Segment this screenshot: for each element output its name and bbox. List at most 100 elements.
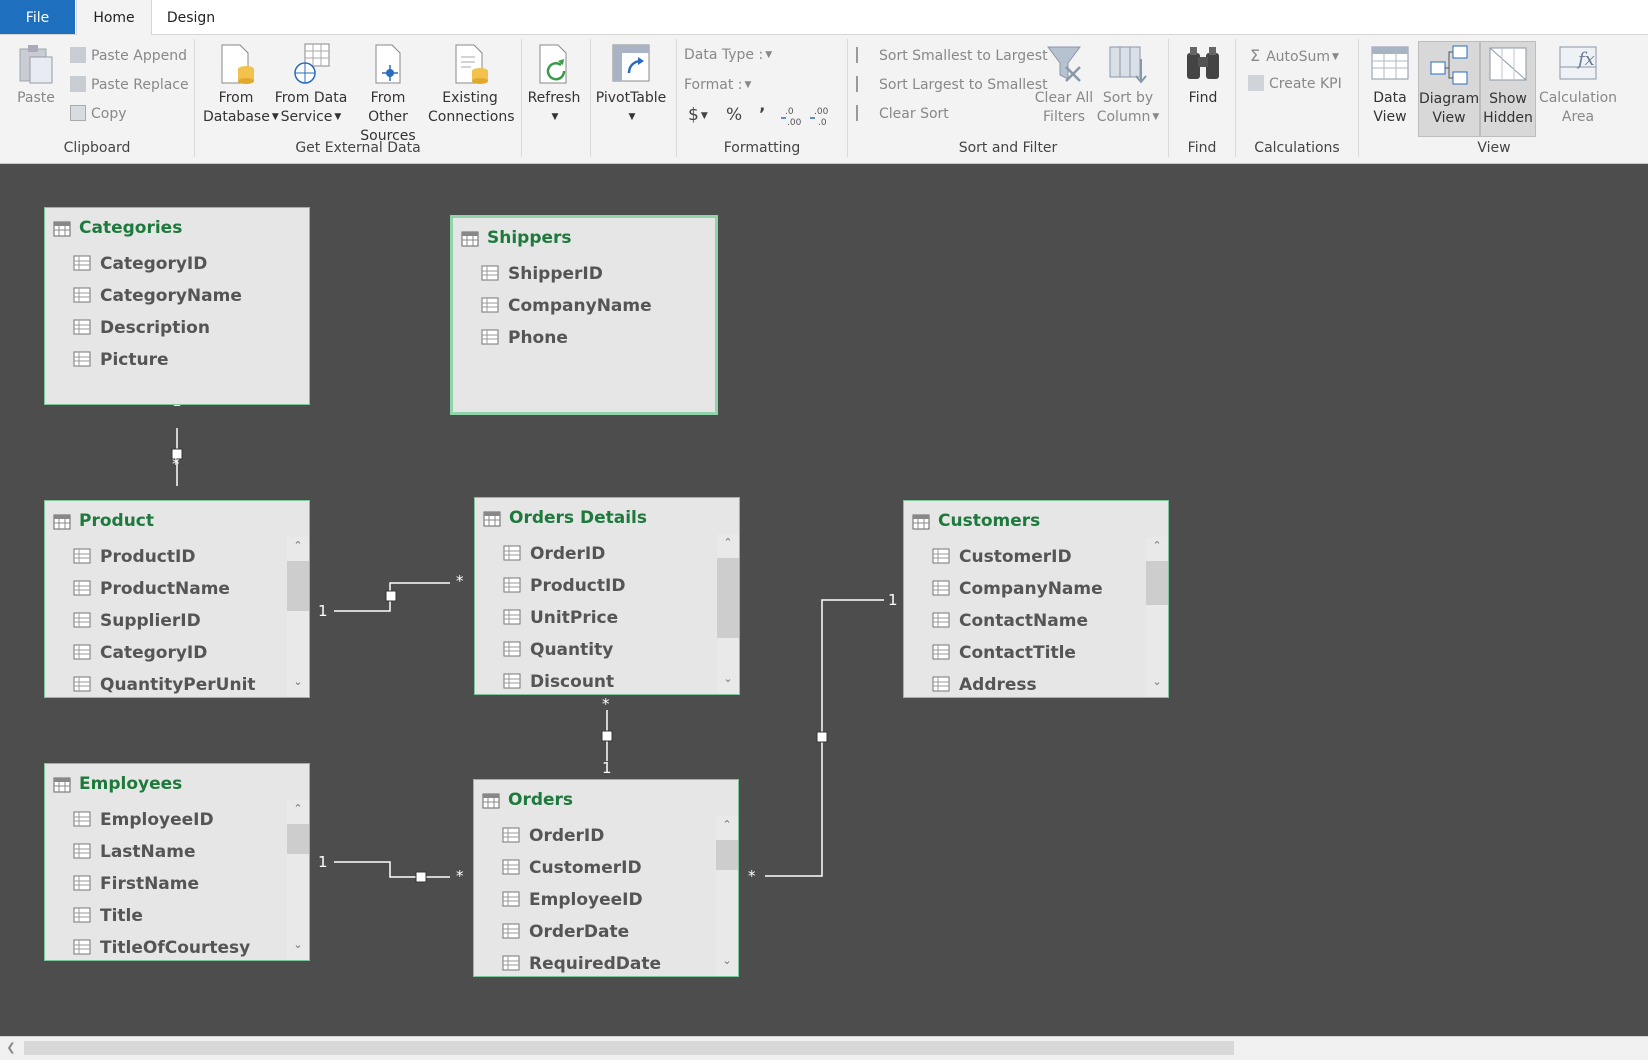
cardinality-many: *: [748, 867, 756, 885]
scrollbar-thumb[interactable]: [287, 561, 309, 611]
column-item[interactable]: ProductName: [73, 579, 230, 599]
table-product[interactable]: Product ProductID ProductName SupplierID…: [44, 500, 310, 698]
column-item[interactable]: FirstName: [73, 874, 199, 894]
tab-file[interactable]: File: [0, 0, 75, 34]
column-item[interactable]: OrderID: [502, 826, 604, 846]
chevron-up-icon[interactable]: ⌃: [293, 802, 303, 815]
format-dropdown[interactable]: Format :▼: [684, 77, 752, 93]
scrollbar-thumb[interactable]: [24, 1041, 1234, 1055]
table-orders[interactable]: Orders OrderID CustomerID EmployeeID Ord…: [473, 779, 739, 977]
find-button[interactable]: Find: [1176, 43, 1230, 108]
table-scrollbar[interactable]: ⌃⌄: [287, 800, 309, 960]
horizontal-scrollbar[interactable]: ❮: [0, 1036, 1648, 1060]
chevron-down-icon[interactable]: ⌄: [293, 938, 303, 951]
column-item[interactable]: CategoryID: [73, 643, 207, 663]
relationship-employees-orders[interactable]: [334, 861, 450, 878]
pivottable-button[interactable]: PivotTable▼: [594, 43, 668, 127]
chevron-up-icon[interactable]: ⌃: [293, 539, 303, 552]
chevron-up-icon[interactable]: ⌃: [723, 536, 733, 549]
table-scrollbar[interactable]: ⌃⌄: [717, 534, 739, 694]
table-scrollbar[interactable]: ⌃⌄: [716, 816, 738, 976]
diagram-canvas[interactable]: 1 * 1 * * 1 1 * 1 * Categories CategoryI…: [0, 164, 1648, 1036]
column-item[interactable]: Description: [73, 318, 210, 338]
column-item[interactable]: QuantityPerUnit: [73, 675, 256, 695]
column-item[interactable]: OrderID: [503, 544, 605, 564]
chevron-down-icon[interactable]: ⌄: [722, 954, 732, 967]
column-item[interactable]: Phone: [481, 328, 568, 348]
table-scrollbar[interactable]: ⌃⌄: [1146, 537, 1168, 697]
column-item[interactable]: CompanyName: [932, 579, 1103, 599]
chevron-left-icon[interactable]: ❮: [6, 1041, 16, 1054]
create-kpi-button[interactable]: Create KPI: [1248, 75, 1342, 92]
column-item[interactable]: Quantity: [503, 640, 613, 660]
chevron-up-icon[interactable]: ⌃: [1152, 539, 1162, 552]
column-item[interactable]: CategoryName: [73, 286, 242, 306]
column-item[interactable]: ContactTitle: [932, 643, 1076, 663]
scrollbar-thumb[interactable]: [287, 824, 309, 854]
chevron-down-icon[interactable]: ⌄: [293, 675, 303, 688]
cardinality-many: *: [602, 695, 610, 713]
column-item[interactable]: EmployeeID: [502, 890, 643, 910]
column-item[interactable]: Discount: [503, 672, 614, 692]
table-customers[interactable]: Customers CustomerID CompanyName Contact…: [903, 500, 1169, 698]
chevron-down-icon[interactable]: ⌄: [723, 672, 733, 685]
table-shippers[interactable]: Shippers ShipperID CompanyName Phone: [450, 215, 718, 415]
tab-home[interactable]: Home: [76, 0, 152, 35]
data-type-dropdown[interactable]: Data Type :▼: [684, 47, 773, 63]
column-item[interactable]: OrderDate: [502, 922, 629, 942]
column-item[interactable]: CompanyName: [481, 296, 652, 316]
chevron-down-icon[interactable]: ⌄: [1152, 675, 1162, 688]
binoculars-icon: [1187, 47, 1219, 79]
chevron-up-icon[interactable]: ⌃: [722, 818, 732, 831]
column-item[interactable]: ShipperID: [481, 264, 603, 284]
column-item[interactable]: ProductID: [73, 547, 195, 567]
column-item[interactable]: ProductID: [503, 576, 625, 596]
column-item[interactable]: CustomerID: [502, 858, 642, 878]
column-item[interactable]: SupplierID: [73, 611, 201, 631]
column-item[interactable]: LastName: [73, 842, 196, 862]
copy-button[interactable]: Copy: [70, 105, 127, 122]
clear-sort-button[interactable]: Clear Sort: [856, 105, 949, 122]
cardinality-one: 1: [602, 759, 612, 777]
currency-button[interactable]: $▼: [688, 105, 708, 125]
column-item[interactable]: RequiredDate: [502, 954, 661, 974]
column-item[interactable]: CategoryID: [73, 254, 207, 274]
decrease-decimal-icon-button[interactable]: .00.0: [810, 103, 834, 131]
comma-button[interactable]: ’: [759, 105, 766, 125]
table-orders-details[interactable]: Orders Details OrderID ProductID UnitPri…: [474, 497, 740, 695]
column-item[interactable]: UnitPrice: [503, 608, 618, 628]
column-item[interactable]: TitleOfCourtesy: [73, 938, 250, 958]
column-item[interactable]: EmployeeID: [73, 810, 214, 830]
column-item[interactable]: Address: [932, 675, 1037, 695]
increase-decimal-button[interactable]: .0.00: [781, 103, 805, 131]
percent-button[interactable]: %: [726, 105, 743, 125]
scrollbar-thumb[interactable]: [1146, 561, 1168, 605]
column-item[interactable]: CustomerID: [932, 547, 1072, 567]
scrollbar-thumb[interactable]: [716, 840, 738, 870]
column-item[interactable]: Picture: [73, 350, 169, 370]
column-item[interactable]: Title: [73, 906, 143, 926]
tab-design[interactable]: Design: [166, 10, 216, 26]
sort-ascending-button[interactable]: Sort Smallest to Largest: [856, 47, 1048, 64]
scrollbar-thumb[interactable]: [717, 558, 739, 638]
sort-descending-button[interactable]: Sort Largest to Smallest: [856, 76, 1048, 93]
paste-replace-button[interactable]: Paste Replace: [70, 76, 189, 93]
table-categories[interactable]: Categories CategoryID CategoryName Descr…: [44, 207, 310, 405]
column-item[interactable]: ContactName: [932, 611, 1088, 631]
table-employees[interactable]: Employees EmployeeID LastName FirstName …: [44, 763, 310, 961]
paste-button[interactable]: Paste: [12, 43, 60, 108]
table-scrollbar[interactable]: ⌃⌄: [287, 537, 309, 697]
refresh-button[interactable]: Refresh▼: [526, 43, 582, 127]
paste-append-button[interactable]: Paste Append: [70, 47, 187, 64]
